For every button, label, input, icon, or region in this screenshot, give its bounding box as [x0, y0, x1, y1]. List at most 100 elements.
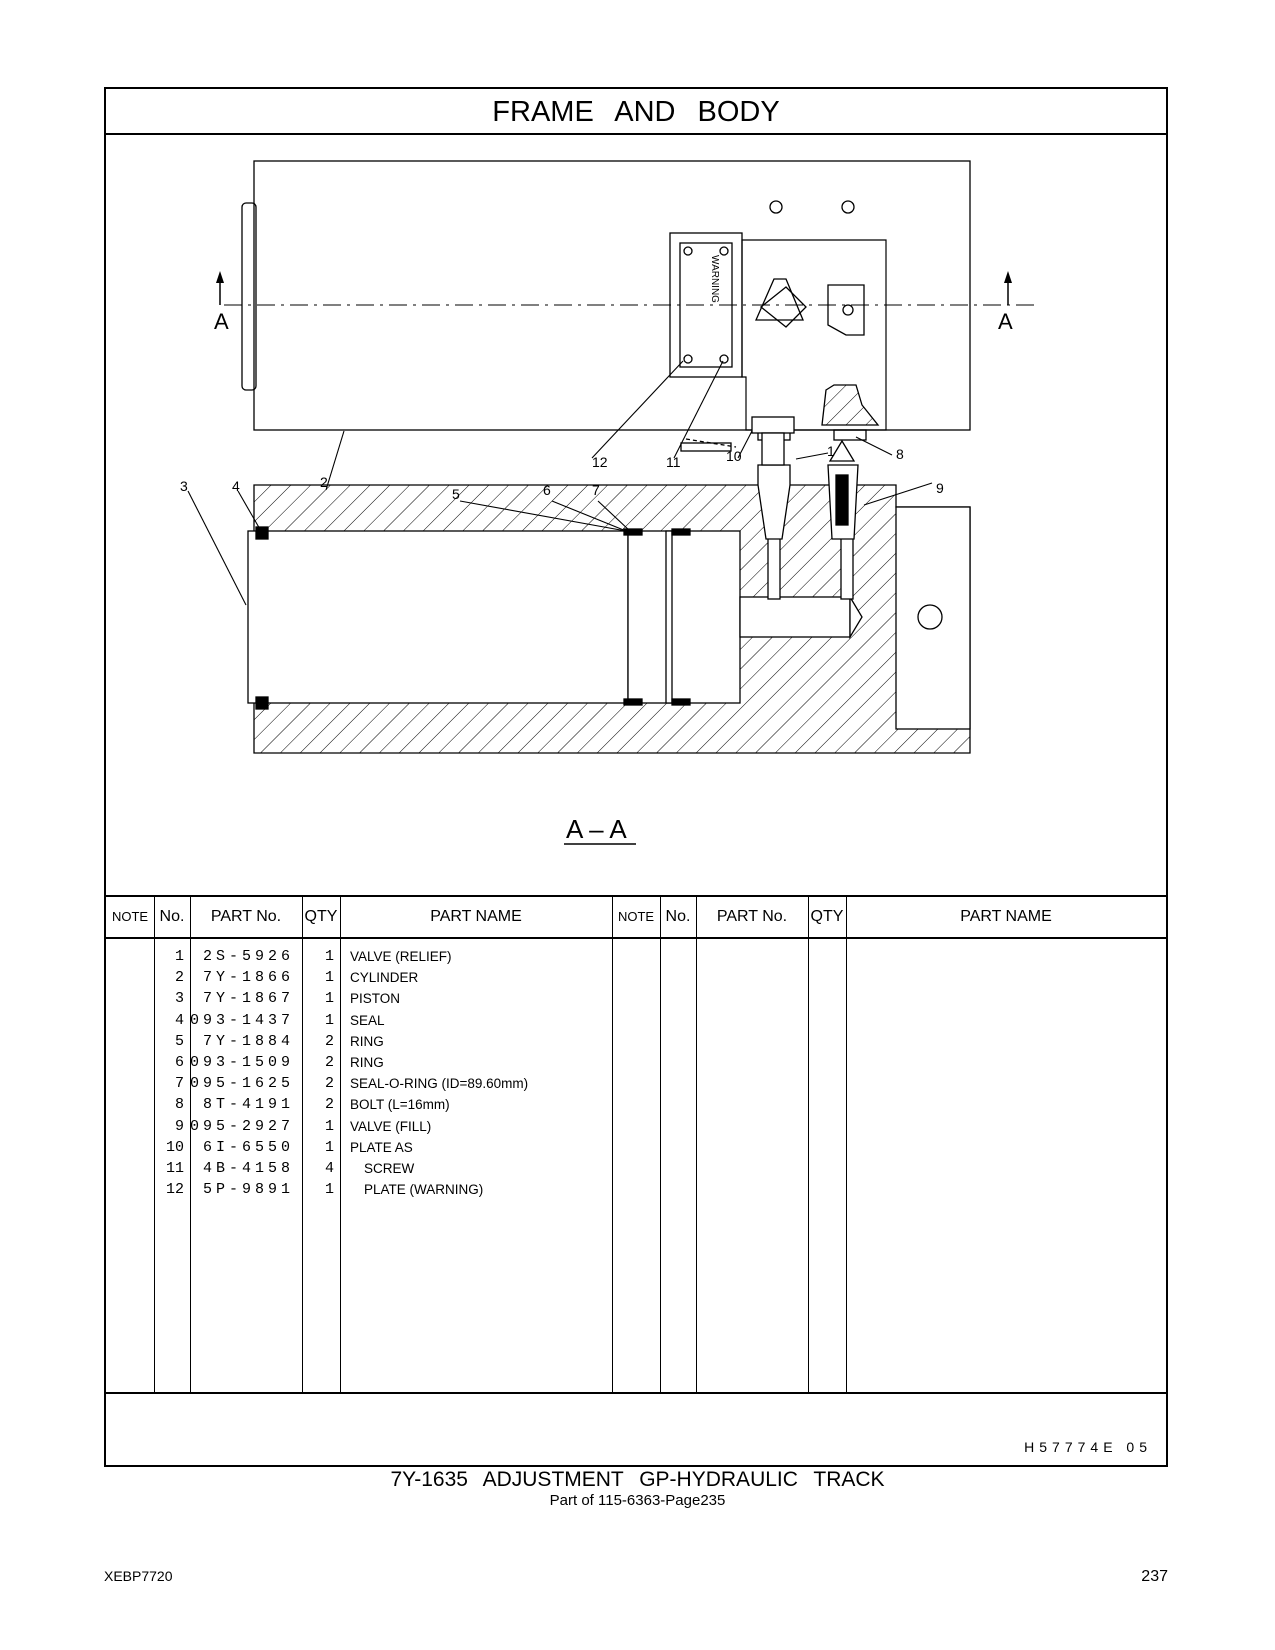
- row-quantity: 2: [324, 1032, 334, 1050]
- callout-5: 5: [452, 486, 460, 502]
- row-quantity: 1: [324, 1011, 334, 1029]
- row-quantity: 1: [324, 948, 334, 965]
- row-quantity: 1: [324, 990, 334, 1008]
- row-part-number: 5P-9891: [202, 1181, 294, 1199]
- row-number: 6: [174, 1054, 184, 1071]
- col-note-right: NOTE: [617, 909, 655, 924]
- top-view: [241, 160, 971, 441]
- callout-10: 10: [726, 448, 742, 464]
- col-divider: [612, 895, 613, 1392]
- parts-sheet-frame: FRAME AND BODY: [104, 87, 1168, 1467]
- callout-leaders: [187, 360, 933, 606]
- row-part-number: 7Y-1867: [202, 990, 294, 1008]
- table-row: 1 2S-5926 1 VALVE (RELIEF): [106, 946, 1166, 968]
- col-partno-left: PART No.: [210, 908, 282, 925]
- row-part-name: VALVE (RELIEF): [350, 949, 452, 964]
- row-part-number: 6I-6550: [202, 1138, 294, 1156]
- callout-12: 12: [592, 454, 608, 470]
- cylinder-diagram: A A WARNING: [180, 160, 1036, 845]
- page-title: FRAME AND BODY: [106, 89, 1166, 135]
- row-part-number: 093-1509: [190, 1054, 295, 1071]
- row-part-number: 8T-4191: [202, 1096, 294, 1114]
- row-part-name: PLATE AS: [350, 1139, 413, 1155]
- row-part-number: 093-1437: [190, 1011, 295, 1029]
- col-divider: [340, 895, 341, 1392]
- page-number: 237: [1141, 1568, 1168, 1585]
- row-number: 9: [174, 1117, 184, 1135]
- col-divider: [660, 895, 661, 1392]
- row-quantity: 2: [324, 1075, 334, 1093]
- table-row: 8 8T-4191 2 BOLT (L=16mm): [106, 1094, 1166, 1116]
- row-part-number: 7Y-1884: [202, 1032, 294, 1050]
- table-row: 12 5P-9891 1 PLATE (WARNING): [106, 1179, 1166, 1201]
- document-code: H57774E 05: [1024, 1439, 1152, 1455]
- col-qty-right: QTY: [810, 908, 844, 925]
- table-row: 5 7Y-1884 2 RING: [106, 1031, 1166, 1053]
- row-part-name: PISTON: [350, 991, 401, 1007]
- table-row: 6 093-1509 2 RING: [106, 1052, 1166, 1074]
- callout-7: 7: [592, 482, 600, 498]
- row-part-name: RING: [350, 1033, 384, 1049]
- col-partno-right: PART No.: [716, 908, 788, 925]
- col-divider: [846, 895, 847, 1392]
- row-quantity: 4: [324, 1160, 334, 1177]
- row-number: 12: [165, 1181, 184, 1199]
- col-divider: [154, 895, 155, 1392]
- row-part-name: BOLT (L=16mm): [350, 1097, 450, 1113]
- callout-3: 3: [180, 478, 188, 494]
- row-part-number: 095-1625: [190, 1075, 295, 1093]
- row-number: 8: [174, 1096, 184, 1114]
- callout-11: 11: [666, 454, 681, 470]
- row-quantity: 1: [324, 1181, 334, 1199]
- col-partname-right: PART NAME: [960, 908, 1052, 925]
- callout-4: 4: [232, 478, 240, 494]
- callout-8: 8: [896, 446, 904, 462]
- warning-plate-text: WARNING: [709, 255, 720, 303]
- row-part-number: 7Y-1866: [202, 969, 294, 987]
- footer-divider: [106, 1392, 1166, 1394]
- publication-number: XEBP7720: [104, 1568, 173, 1584]
- row-number: 11: [165, 1160, 184, 1177]
- col-divider: [190, 895, 191, 1392]
- row-part-name: SEAL-O-RING (ID=89.60mm): [350, 1076, 529, 1092]
- row-quantity: 1: [324, 1138, 334, 1156]
- section-marker-left: A: [214, 309, 229, 334]
- row-number: 1: [174, 948, 184, 965]
- section-label: A – A: [566, 814, 627, 844]
- col-divider: [696, 895, 697, 1392]
- col-divider: [808, 895, 809, 1392]
- row-part-name: CYLINDER: [350, 970, 419, 986]
- section-view: [247, 416, 971, 754]
- row-quantity: 1: [324, 1117, 334, 1135]
- row-quantity: 2: [324, 1096, 334, 1114]
- col-divider: [302, 895, 303, 1392]
- section-marker-right: A: [998, 309, 1013, 334]
- row-quantity: 2: [324, 1054, 334, 1071]
- row-part-name: SEAL: [350, 1012, 385, 1028]
- table-row: 2 7Y-1866 1 CYLINDER: [106, 967, 1166, 989]
- row-number: 3: [174, 990, 184, 1008]
- col-no-left: No.: [159, 908, 185, 925]
- table-row: 3 7Y-1867 1 PISTON: [106, 988, 1166, 1010]
- col-qty-left: QTY: [304, 908, 338, 925]
- col-note-left: NOTE: [111, 909, 149, 924]
- table-row: 11 4B-4158 4 SCREW: [106, 1158, 1166, 1180]
- callout-6: 6: [543, 482, 551, 498]
- row-part-number: 4B-4158: [202, 1160, 294, 1177]
- row-quantity: 1: [324, 969, 334, 987]
- row-part-name: SCREW: [364, 1161, 415, 1176]
- callout-9: 9: [936, 480, 944, 496]
- assembly-reference: Part of 115-6363-Page235: [549, 1492, 726, 1509]
- col-no-right: No.: [665, 908, 691, 925]
- parts-table-header: NOTE No. PART No. QTY PART NAME NOTE No.…: [106, 895, 1166, 939]
- row-part-name: PLATE (WARNING): [364, 1182, 484, 1198]
- callout-1: 1: [827, 443, 835, 459]
- row-part-name: RING: [350, 1055, 384, 1070]
- row-number: 5: [174, 1032, 184, 1050]
- row-number: 2: [174, 969, 184, 987]
- row-part-number: 2S-5926: [202, 948, 294, 965]
- assembly-title: 7Y-1635 ADJUSTMENT GP-HYDRAULIC TRACK: [390, 1468, 885, 1491]
